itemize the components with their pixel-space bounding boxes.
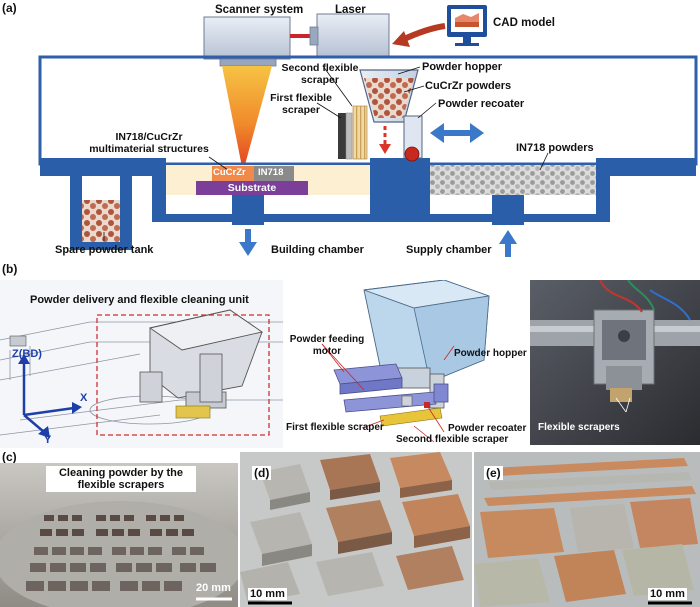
scale-d: 10 mm	[248, 588, 287, 600]
panel-c-tag: (c)	[2, 450, 17, 464]
laser-beam	[222, 66, 272, 172]
assembly-drawing	[0, 280, 283, 448]
cucrzr-block	[212, 166, 254, 181]
laser-box	[316, 13, 390, 57]
in718-powder-bed	[430, 165, 596, 195]
first-scraper	[338, 113, 346, 159]
building-down-arrow	[239, 229, 257, 256]
first-scraper-label-b: First flexible scraper	[286, 422, 384, 433]
in718-block	[254, 166, 294, 181]
unit-title: Powder delivery and flexible cleaning un…	[30, 294, 249, 306]
panel-a-tag: (a)	[2, 1, 17, 15]
substrate-label: Substrate	[227, 182, 277, 194]
laser-label: Laser	[335, 4, 366, 16]
supply-chamber-label: Supply chamber	[406, 244, 492, 256]
panel-d-photo: (d) 10 mm	[240, 452, 472, 607]
scraper-photo	[530, 280, 700, 445]
panel-d-tag: (d)	[252, 466, 272, 480]
chamber-floor	[40, 158, 696, 250]
scale-c: 20 mm	[196, 582, 231, 594]
cucrzr-powders-label: CuCrZr powders	[425, 80, 512, 92]
second-scraper-label-b: Second flexible scraper	[396, 434, 509, 445]
scanner-label: Scanner system	[215, 4, 304, 16]
hopper-label: Powder hopper	[454, 348, 527, 359]
in718-label: IN718	[258, 167, 284, 178]
hopper-drawing	[321, 280, 490, 443]
spare-tank-powder	[82, 200, 120, 242]
axis-z-label: Z(BD)	[12, 348, 42, 360]
flexible-scrapers-label: Flexible scrapers	[538, 422, 620, 433]
parts-photo-d	[240, 452, 472, 607]
supply-up-arrow	[499, 230, 517, 257]
recoater-label-b: Powder recoater	[448, 423, 527, 434]
in718-powders-label: IN718 powders	[516, 142, 594, 154]
panel-b-assembly: Powder delivery and flexible cleaning un…	[0, 280, 283, 448]
building-chamber-label: Building chamber	[271, 244, 364, 256]
scanner-box	[203, 16, 291, 60]
cad-monitor-icon	[447, 5, 487, 46]
panel-b-tag: (b)	[2, 262, 18, 276]
panel-b-photo: Flexible scrapers	[530, 280, 700, 445]
cleaning-photo	[0, 463, 238, 607]
second-scraper	[352, 105, 368, 160]
parts-photo-e	[474, 452, 700, 607]
axis-y-label: Y	[44, 434, 52, 446]
panel-e-tag: (e)	[484, 466, 503, 480]
powder-hopper-label: Powder hopper	[422, 61, 503, 73]
powder-recoater-label: Powder recoater	[438, 98, 525, 110]
scale-e: 10 mm	[648, 588, 687, 600]
cucrzr-label: CuCrZr	[213, 167, 246, 178]
panel-e-photo: (e) 10 mm	[474, 452, 700, 607]
cad-label: CAD model	[493, 17, 555, 29]
spare-tank-label: Spare powder tank	[55, 244, 154, 256]
axis-x-label: X	[80, 392, 88, 404]
substrate-plate	[196, 181, 308, 195]
recoater-double-arrow	[430, 123, 484, 143]
panel-a-diagram	[38, 5, 698, 257]
